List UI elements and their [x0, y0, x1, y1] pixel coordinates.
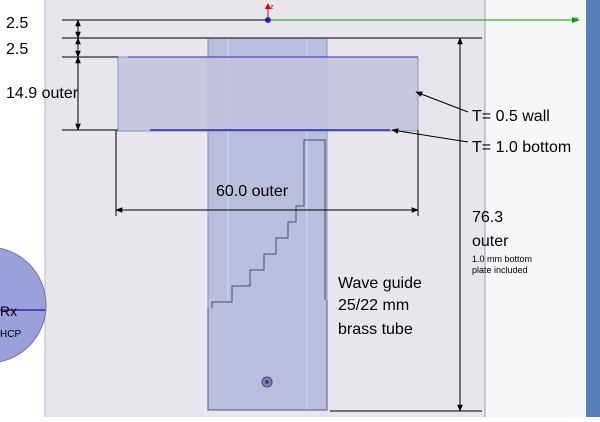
dim-label-cup-width: 60.0 outer	[216, 183, 289, 200]
dim-label-gap-1: 2.5	[6, 15, 28, 32]
waveguide-label-line-1: Wave guide	[338, 275, 422, 292]
feed-point-center	[265, 380, 269, 384]
dim-label-total-height-suffix: outer	[472, 233, 509, 250]
hcp-label: HCP	[0, 329, 21, 340]
dim-note-line-2: plate included	[472, 265, 528, 275]
dim-note-line-1: 1.0 mm bottom	[472, 254, 532, 264]
right-panel	[486, 0, 586, 417]
cup-body	[117, 56, 419, 132]
callout-wall-thickness: T= 0.5 wall	[472, 108, 550, 125]
tube-lower-outline	[207, 300, 328, 411]
staircase-profile	[211, 139, 326, 308]
callout-bottom-thickness: T= 1.0 bottom	[472, 139, 571, 156]
waveguide-label-line-2: 25/22 mm	[338, 297, 409, 314]
rx-antenna-disc	[0, 247, 47, 363]
x-axis-arrow	[572, 17, 580, 23]
x-axis-label: x	[575, 16, 579, 23]
dim-label-cup-height: 14.9 outer	[6, 85, 79, 102]
leader-wall-thickness	[415, 91, 469, 113]
dim-label-total-height: 76.3	[472, 209, 503, 226]
rx-label: Rx	[0, 303, 17, 319]
z-axis-arrow	[265, 3, 271, 9]
dim-label-gap-2: 2.5	[6, 41, 28, 58]
waveguide-label-line-3: brass tube	[338, 321, 413, 338]
right-window-strip[interactable]	[586, 0, 600, 417]
z-axis-label: z	[270, 4, 274, 11]
leader-bottom-thickness	[391, 128, 469, 143]
